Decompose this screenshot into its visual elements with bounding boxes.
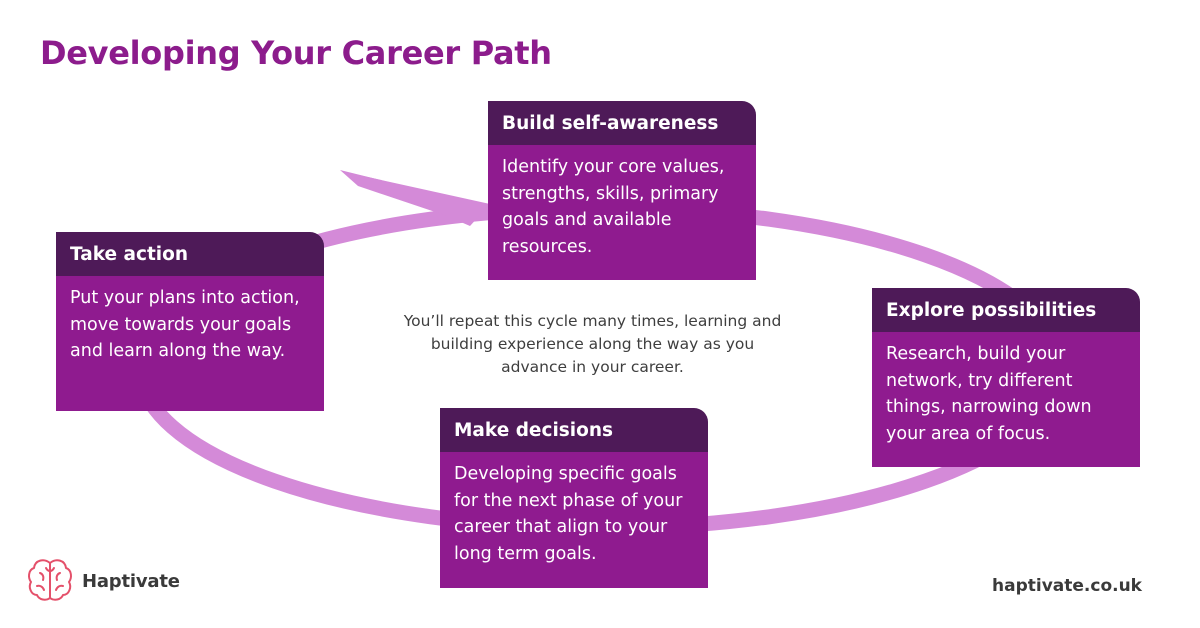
- brain-icon: [28, 559, 72, 601]
- website-link[interactable]: haptivate.co.uk: [992, 576, 1142, 596]
- step-heading: Build self-awareness: [488, 101, 756, 145]
- step-make-decisions: Make decisions Developing specific goals…: [440, 408, 708, 588]
- step-text: Developing specific goals for the next p…: [440, 452, 708, 588]
- step-text: Put your plans into action, move towards…: [56, 276, 324, 411]
- step-explore-possibilities: Explore possibilities Research, build yo…: [872, 288, 1140, 467]
- page-title: Developing Your Career Path: [40, 34, 552, 72]
- step-text: Identify your core values, strengths, sk…: [488, 145, 756, 280]
- cycle-note: You’ll repeat this cycle many times, lea…: [403, 312, 782, 376]
- step-heading: Take action: [56, 232, 324, 276]
- step-text: Research, build your network, try differ…: [872, 332, 1140, 467]
- step-build-self-awareness: Build self-awareness Identify your core …: [488, 101, 756, 280]
- brand-name: Haptivate: [82, 570, 180, 592]
- haptivate-logo: Haptivate: [26, 556, 180, 606]
- step-heading: Explore possibilities: [872, 288, 1140, 332]
- step-heading: Make decisions: [440, 408, 708, 452]
- step-take-action: Take action Put your plans into action, …: [56, 232, 324, 411]
